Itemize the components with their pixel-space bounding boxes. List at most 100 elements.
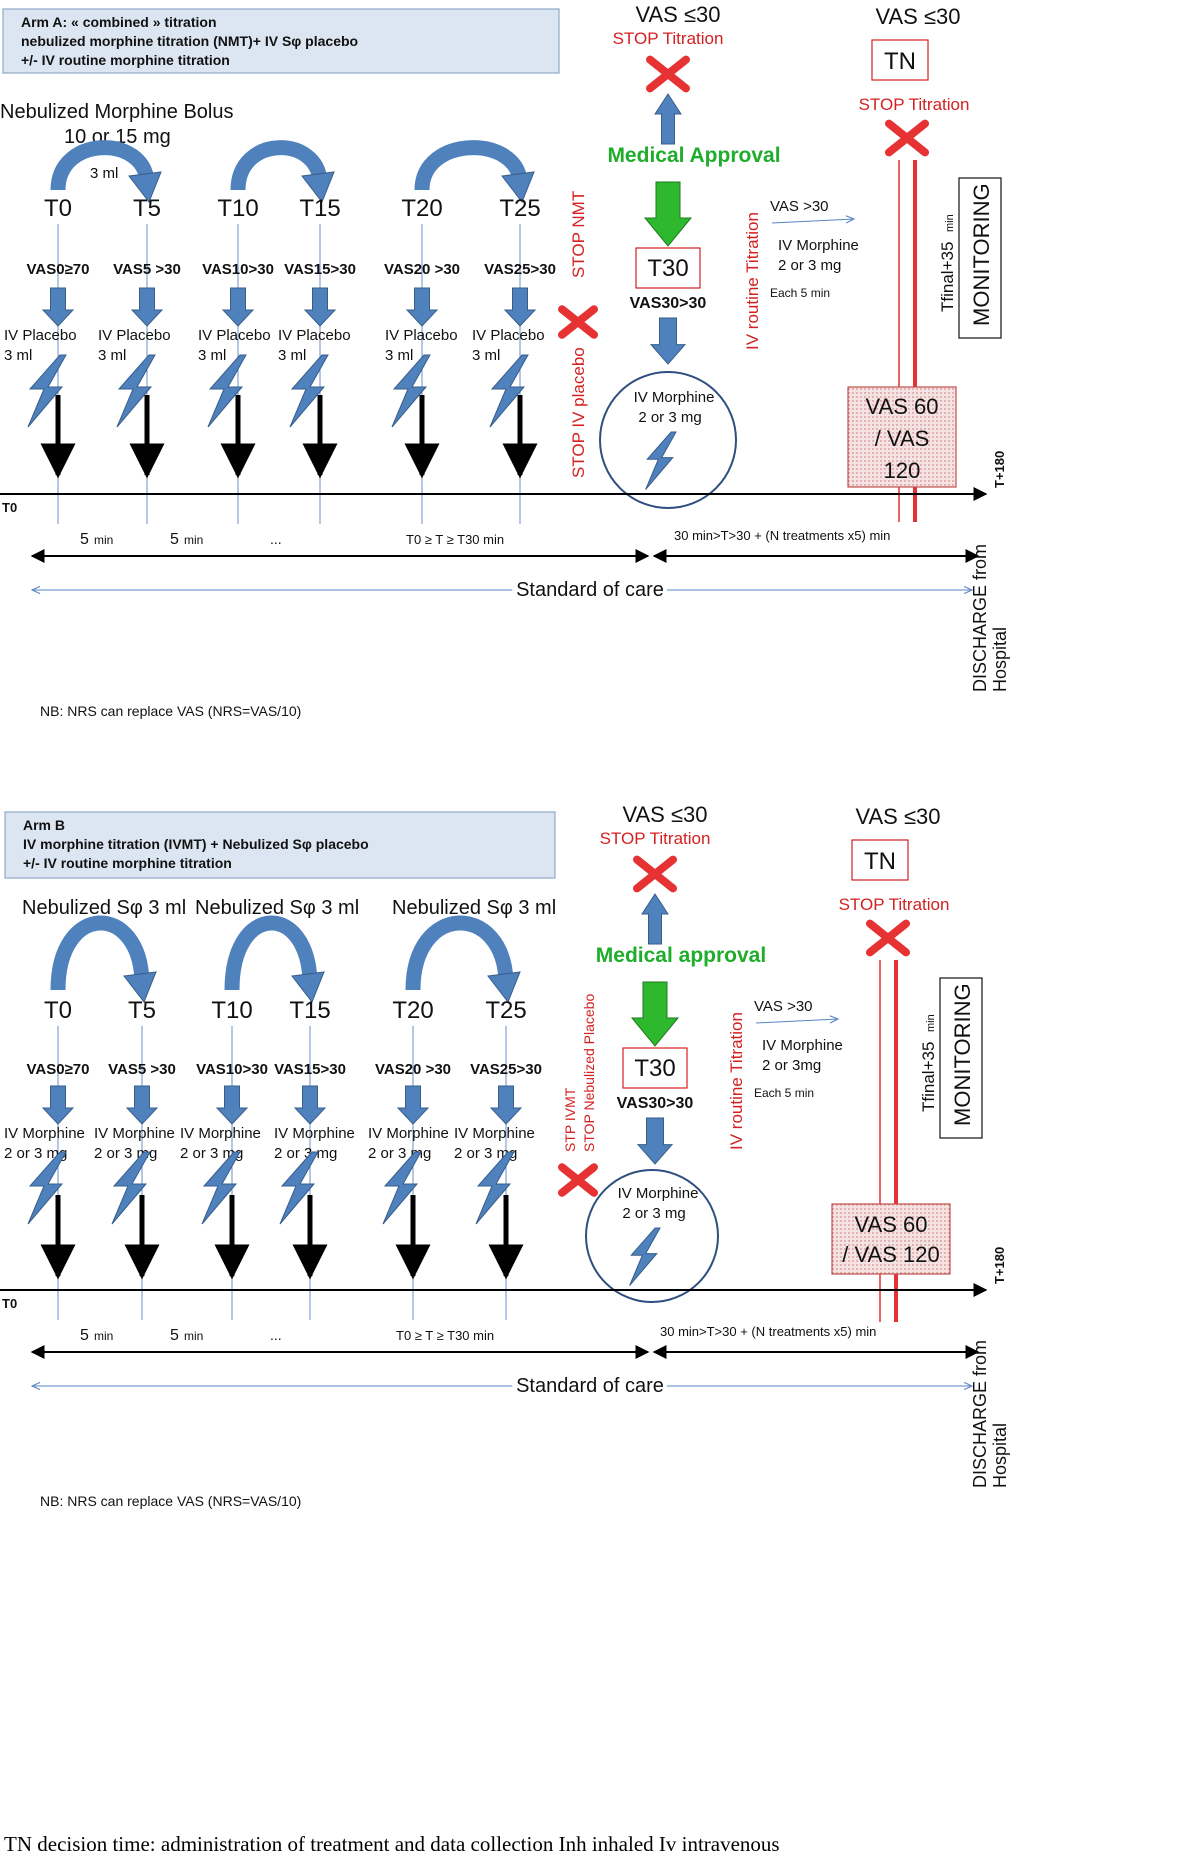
vas60-line: / VAS [875, 426, 930, 451]
treatment-dose: 3 ml [98, 347, 126, 364]
treatment-name: IV Placebo [472, 327, 545, 344]
stop-iv-placebo-label: STOP IV placebo [569, 347, 588, 478]
stop-titration-label: STOP Titration [613, 29, 724, 48]
discharge-label: DISCHARGE from [970, 544, 990, 692]
axis-origin-label: T0 [2, 1296, 17, 1311]
vas-threshold: VAS20 >30 [384, 261, 460, 278]
stop-x-stroke [646, 55, 690, 93]
vas-gt30-label: VAS >30 [754, 998, 813, 1015]
tfinal-label: Tfinal+35 [919, 1042, 938, 1112]
treatment-dose: 3 ml [198, 347, 226, 364]
curved-arrow-body [224, 915, 318, 991]
vas-threshold: VAS25>30 [470, 1061, 542, 1078]
tn-box [851, 839, 909, 881]
discharge-label: DISCHARGE from [970, 1340, 990, 1488]
injection-bolt-icon [475, 1151, 515, 1225]
curved-arrow-body [50, 140, 155, 191]
arm-title-line: +/- IV routine morphine titration [21, 52, 230, 68]
iv-routine-titration-label: IV routine Titration [727, 1012, 746, 1150]
t30-label: T30 [634, 1055, 675, 1082]
time-label: T15 [299, 195, 340, 222]
time-label: T15 [289, 997, 330, 1024]
circle-treatment-dose: 2 or 3 mg [622, 1205, 685, 1222]
interval-number: 5 [170, 1327, 179, 1344]
vas30-threshold: VAS30>30 [617, 1095, 694, 1112]
treatment-name: IV Placebo [385, 327, 458, 344]
treatment-name: IV Morphine [368, 1125, 449, 1142]
vas-threshold: VAS10>30 [202, 261, 274, 278]
curved-arrow [405, 915, 521, 1004]
stop-x-stroke [558, 1163, 598, 1197]
tn-label: TN [864, 848, 896, 875]
time-label: T0 [44, 997, 72, 1024]
treatment-dose: 3 ml [4, 347, 32, 364]
tn-label: TN [884, 48, 916, 75]
down-arrow [221, 287, 255, 327]
treatment-name: IV Placebo [198, 327, 271, 344]
green-down-arrow [643, 181, 693, 247]
treatment-name: IV Placebo [4, 327, 77, 344]
arm-title-line: +/- IV routine morphine titration [23, 855, 232, 871]
treatment-dose: 2 or 3 mg [4, 1145, 67, 1162]
circle-treatment-name: IV Morphine [634, 389, 715, 406]
vas60-line: / VAS 120 [842, 1242, 939, 1267]
curved-arrow-head [123, 971, 157, 1004]
titration-range: T0 ≥ T ≥ T30 min [406, 532, 504, 547]
vas-threshold: VAS5 >30 [108, 1061, 176, 1078]
vas-stop-threshold: VAS ≤30 [875, 4, 960, 29]
post-titration-range: 30 min>T>30 + (N treatments x5) min [674, 528, 890, 543]
stop-x-icon [558, 1163, 598, 1197]
curved-arrow-body [405, 915, 514, 991]
injection-bolt-icon [207, 354, 247, 428]
down-arrow [293, 1085, 327, 1125]
titration-range: T0 ≥ T ≥ T30 min [396, 1328, 494, 1343]
figure-caption: TN decision time: administration of trea… [4, 1832, 780, 1856]
routine-treatment-dose: 2 or 3 mg [778, 257, 841, 274]
vas-threshold: VAS20 >30 [375, 1061, 451, 1078]
up-arrow [641, 893, 669, 945]
down-arrow [125, 1085, 159, 1125]
arm-title-line: Arm A: « combined » titration [21, 14, 217, 30]
down-arrow [489, 1085, 523, 1125]
interval-unit: min [94, 1329, 113, 1343]
injection-bolt-icon [27, 354, 67, 428]
axis-end-label: T+180 [992, 1247, 1007, 1284]
injection-bolt-icon [489, 354, 529, 428]
standard-of-care-label: Standard of care [516, 579, 664, 601]
down-arrow [130, 287, 164, 327]
injection-bolt-icon [382, 1151, 422, 1225]
down-arrow [215, 1085, 249, 1125]
curved-arrow-head [128, 171, 162, 204]
injection-bolt-icon [289, 354, 329, 428]
vas-threshold: VAS15>30 [284, 261, 356, 278]
treatment-name: IV Morphine [4, 1125, 85, 1142]
treatment-dose: 3 ml [278, 347, 306, 364]
routine-treatment-name: IV Morphine [762, 1037, 843, 1054]
treatment-dose: 3 ml [472, 347, 500, 364]
down-arrow [503, 287, 537, 327]
injection-bolt-icon [27, 1151, 67, 1225]
time-label: T10 [217, 195, 258, 222]
vas-threshold: VAS0≥70 [27, 1061, 90, 1078]
up-arrow [654, 93, 682, 145]
arc-title: Nebulized Sφ 3 ml [392, 897, 556, 919]
down-arrow [396, 1085, 430, 1125]
stop-x-icon [866, 919, 910, 957]
arc-title: Nebulized Sφ 3 ml [22, 897, 186, 919]
curved-arrow [414, 140, 535, 204]
time-label: T10 [211, 997, 252, 1024]
down-arrow [636, 1117, 674, 1165]
curved-arrow [224, 915, 325, 1004]
vas-gt30-arrow [755, 1019, 838, 1024]
routine-treatment-dose: 2 or 3mg [762, 1057, 821, 1074]
treatment-dose: 2 or 3 mg [180, 1145, 243, 1162]
treatment-name: IV Placebo [98, 327, 171, 344]
treatment-name: IV Morphine [94, 1125, 175, 1142]
time-label: T25 [499, 195, 540, 222]
interval-unit: min [184, 533, 203, 547]
tfinal-label: Tfinal+35 [938, 242, 957, 312]
curved-arrow-head [291, 971, 325, 1004]
stop-x-icon [633, 855, 677, 893]
monitoring-label: MONITORING [950, 983, 975, 1126]
standard-of-care-label: Standard of care [516, 1375, 664, 1397]
